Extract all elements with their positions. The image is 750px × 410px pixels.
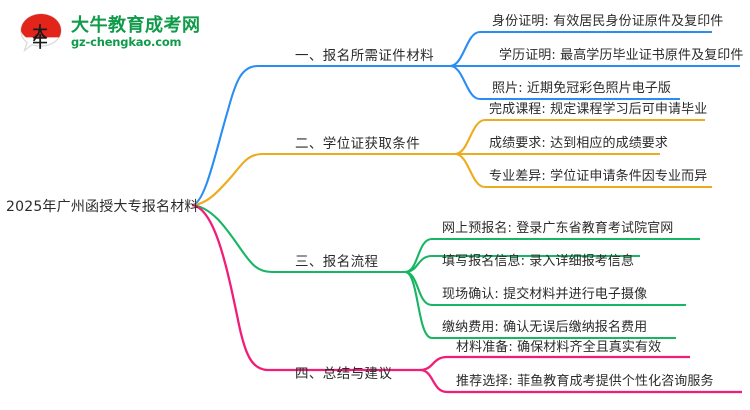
subbranch-connectors-2 xyxy=(454,118,712,189)
root-node-label[interactable]: 2025年广州函授大专报名材料 xyxy=(6,199,199,215)
leaf-node-2-2-label[interactable]: 成绩要求: 达到相应的成绩要求 xyxy=(489,136,669,151)
branch-node-2-label[interactable]: 二、学位证获取条件 xyxy=(295,136,421,152)
logo-mark-icon: 大 牛 xyxy=(18,12,64,54)
leaf-node-2-3-label[interactable]: 专业差异: 学位证申请条件因专业而异 xyxy=(489,169,708,184)
leaf-node-3-3-label[interactable]: 现场确认: 提交材料并进行电子摄像 xyxy=(442,287,648,302)
branch-node-4-label[interactable]: 四、总结与建议 xyxy=(295,366,393,382)
leaf-node-3-4-label[interactable]: 缴纳费用: 确认无误后缴纳报名费用 xyxy=(442,320,648,335)
site-logo: 大 牛 大牛教育成考网 gz-chengkao.com xyxy=(18,12,201,54)
svg-text:大: 大 xyxy=(32,23,47,41)
subbranch-connectors-3 xyxy=(404,237,700,340)
svg-text:牛: 牛 xyxy=(32,33,47,51)
subbranch-connectors-1 xyxy=(449,30,740,101)
leaf-node-1-2-label[interactable]: 学历证明: 最高学历毕业证书原件及复印件 xyxy=(499,48,744,63)
leaf-node-4-1-label[interactable]: 材料准备: 确保材料齐全且真实有效 xyxy=(456,340,662,355)
logo-text: 大牛教育成考网 gz-chengkao.com xyxy=(71,14,201,50)
branch-connector-3 xyxy=(191,203,405,274)
branch-node-3-label[interactable]: 三、报名流程 xyxy=(295,254,379,270)
leaf-node-2-1-label[interactable]: 完成课程: 规定课程学习后可申请毕业 xyxy=(489,102,708,117)
branch-connector-2 xyxy=(191,152,455,207)
leaf-node-1-3-label[interactable]: 照片: 近期免冠彩色照片电子版 xyxy=(492,81,672,96)
leaf-node-4-2-label[interactable]: 推荐选择: 菲鱼教育成考提供个性化咨询服务 xyxy=(456,374,714,389)
leaf-node-3-2-label[interactable]: 填写报名信息: 录入详细报考信息 xyxy=(442,254,635,269)
leaf-node-1-1-label[interactable]: 身份证明: 有效居民身份证原件及复印件 xyxy=(492,14,724,29)
branch-connector-1 xyxy=(191,64,450,207)
logo-subtitle: gz-chengkao.com xyxy=(71,35,182,50)
leaf-node-3-1-label[interactable]: 网上预报名: 登录广东省教育考试院官网 xyxy=(442,221,674,236)
logo-title: 大牛教育成考网 xyxy=(71,14,201,36)
branch-connector-4 xyxy=(191,203,420,372)
subbranch-connectors-4 xyxy=(419,355,742,394)
branch-node-1-label[interactable]: 一、报名所需证件材料 xyxy=(295,48,434,64)
